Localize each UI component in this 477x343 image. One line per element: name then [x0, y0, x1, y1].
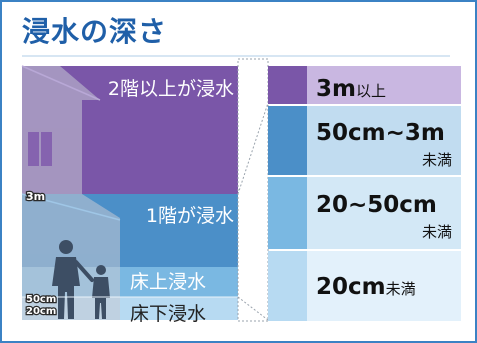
legend-50cm-3m-swatch [268, 106, 307, 175]
height-label-3m: 3m [26, 190, 45, 203]
height-label-50cm: 50cm [26, 294, 56, 305]
legend-3m-plus-label: 3m以上 [316, 76, 386, 102]
page-title: 浸水の深さ [22, 15, 168, 48]
label-below-floor: 床下浸水 [130, 303, 206, 325]
zoom-line-bottom [237, 296, 269, 321]
people-silhouette [52, 240, 110, 319]
legend-50cm-3m-bg [307, 106, 461, 175]
adult-arm [74, 260, 94, 282]
legend-20-50cm-sub: 未満 [422, 223, 452, 241]
legend-under-20cm-swatch [268, 251, 307, 321]
legend-3m-plus-suffix: 以上 [356, 82, 386, 100]
window-upper-right [41, 132, 52, 166]
legend-under-20cm-main: 20cm [316, 274, 386, 300]
legend-under-20cm-bg [307, 251, 461, 321]
legend-under-20cm-label: 20cm未満 [316, 274, 416, 300]
legend-3m-plus-main: 3m [316, 76, 356, 102]
legend-3m-plus-bg [307, 66, 461, 104]
zoom-line-top [237, 102, 269, 195]
legend-50cm-3m-main: 50cm~3m [316, 120, 445, 146]
label-above-floor: 床上浸水 [130, 271, 206, 293]
legend-under-20cm-suffix: 未満 [386, 280, 416, 298]
adult-body [52, 257, 80, 319]
legend-20-50cm-swatch [268, 177, 307, 249]
legend-20-50cm-main: 20~50cm [316, 192, 437, 218]
child-body [92, 277, 110, 319]
zoom-box [237, 58, 269, 322]
child-head [96, 265, 106, 275]
legend-3m-plus-swatch [268, 66, 307, 104]
adult-head [59, 240, 73, 254]
height-label-20cm: 20cm [26, 306, 56, 317]
label-floor1: 1階が浸水 [146, 205, 234, 227]
depth-legend [268, 66, 461, 321]
label-floor2: 2階以上が浸水 [108, 78, 234, 100]
window-upper-left [28, 132, 39, 166]
legend-20-50cm-bg [307, 177, 461, 249]
zoom-connector [237, 58, 269, 322]
title-divider [22, 55, 450, 57]
roof-line-lower [21, 193, 121, 221]
roof-line-upper [21, 65, 101, 101]
legend-50cm-3m-sub: 未満 [422, 151, 452, 169]
